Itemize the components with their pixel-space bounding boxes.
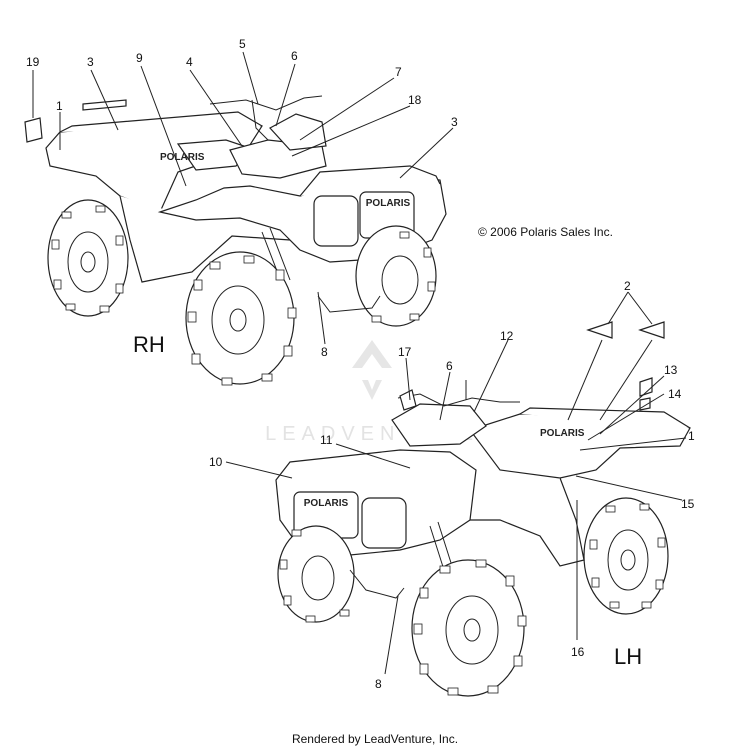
rh-callout-9: 9 — [136, 51, 143, 65]
rh-brand-decal: POLARIS — [366, 198, 411, 209]
lh-decals — [586, 321, 665, 411]
lh-callout-8: 8 — [375, 677, 382, 691]
copyright: © 2006 Polaris Sales Inc. — [478, 225, 613, 239]
lh-callout-14: 14 — [668, 387, 682, 401]
rh-side-brand: POLARIS — [160, 152, 205, 163]
lh-brand-decal: POLARIS — [304, 498, 349, 509]
rh-callout-8: 8 — [321, 345, 328, 359]
lh-leader-lines — [225, 291, 687, 675]
rh-callout-7: 7 — [395, 65, 402, 79]
lh-callout-10: 10 — [209, 455, 223, 469]
lh-callout-16: 16 — [571, 645, 585, 659]
lh-callout-1: 1 — [688, 429, 695, 443]
rh-callout-18: 18 — [408, 93, 422, 107]
rh-callout-1: 1 — [56, 99, 63, 113]
lh-atv-drawing: POLARIS POLARIS — [275, 380, 691, 697]
lh-callout-15: 15 — [681, 497, 695, 511]
rh-callout-4: 4 — [186, 55, 193, 69]
lh-callout-2: 2 — [624, 279, 631, 293]
lh-callouts: 2 12 17 6 13 14 1 11 10 15 16 8 — [209, 279, 695, 691]
lh-callout-6: 6 — [446, 359, 453, 373]
rh-leader-lines — [32, 51, 454, 345]
lh-callout-12: 12 — [500, 329, 514, 343]
rh-callout-5: 5 — [239, 37, 246, 51]
rh-callout-3b: 3 — [451, 115, 458, 129]
rh-view-label: RH — [133, 332, 165, 357]
rh-callout-19: 19 — [26, 55, 40, 69]
lh-callout-17: 17 — [398, 345, 412, 359]
rh-decals — [24, 99, 127, 143]
rh-callout-3: 3 — [87, 55, 94, 69]
rh-atv-drawing: POLARIS POLARIS — [45, 95, 447, 386]
rh-callouts: 19 3 9 4 5 6 7 18 1 3 8 — [26, 37, 458, 359]
lh-side-brand: POLARIS — [540, 428, 585, 439]
lh-callout-11: 11 — [320, 433, 333, 447]
lh-view-label: LH — [614, 644, 642, 669]
lh-callout-13: 13 — [664, 363, 678, 377]
footer-credit: Rendered by LeadVenture, Inc. — [291, 732, 459, 746]
rh-callout-6: 6 — [291, 49, 298, 63]
